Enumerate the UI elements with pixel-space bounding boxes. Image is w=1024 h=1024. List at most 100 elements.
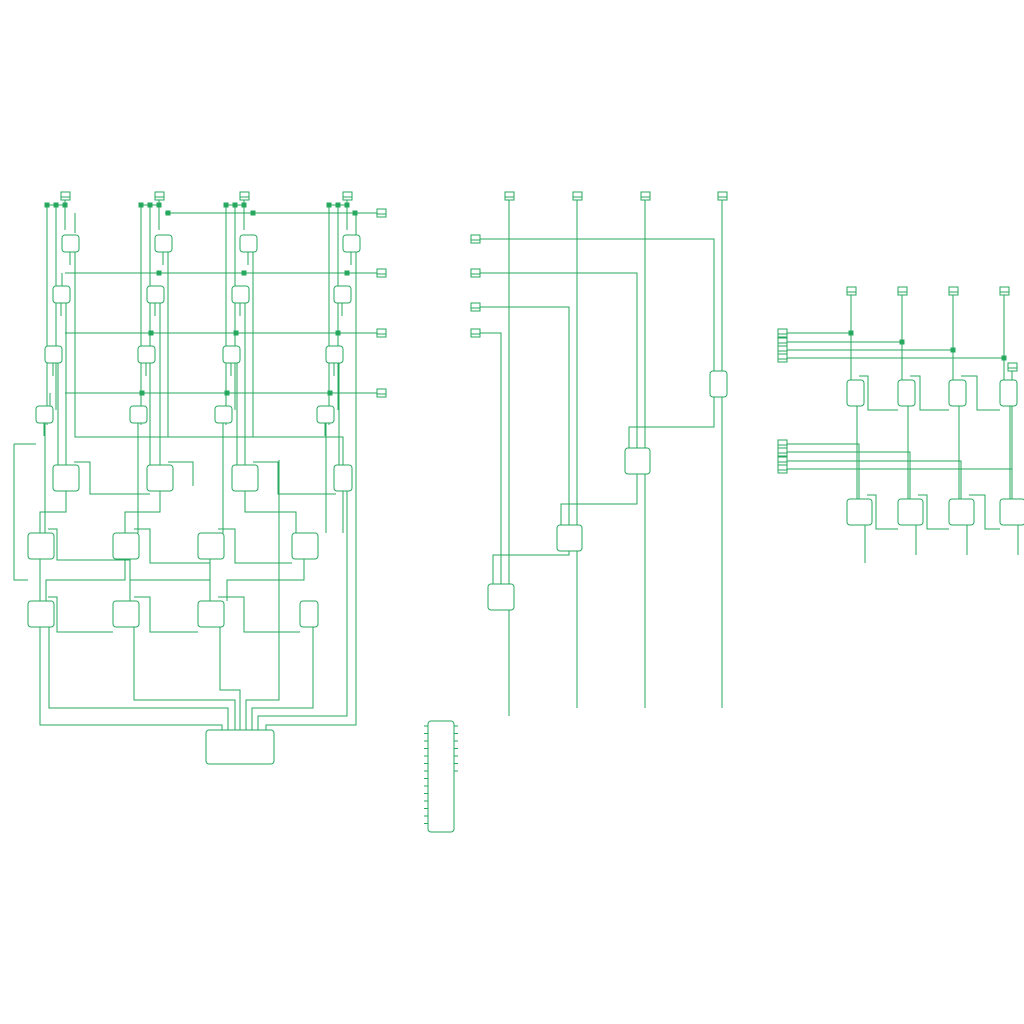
and-gate-r0-c0[interactable] <box>61 234 80 253</box>
reg-load-pin-2[interactable] <box>777 345 788 355</box>
junction-dot <box>241 202 247 208</box>
chain-input-left-0[interactable] <box>470 234 481 244</box>
adder-link <box>226 559 305 601</box>
input-pin-a2[interactable] <box>239 191 250 201</box>
chain-wire <box>480 238 715 371</box>
reg-flipflop-0[interactable] <box>846 498 873 526</box>
input-pin-b0[interactable] <box>376 208 387 218</box>
chain-cell-2[interactable] <box>624 447 651 475</box>
and-gate-r0-c3[interactable] <box>342 234 361 253</box>
product-output-register[interactable] <box>205 729 275 765</box>
and-gate-r3-c1[interactable] <box>129 405 148 424</box>
and-gate-r1-c1[interactable] <box>146 285 165 304</box>
junction-dot <box>241 270 247 276</box>
reg-data-pin-2[interactable] <box>777 456 788 466</box>
and-gate-r2-c1[interactable] <box>137 345 156 364</box>
adder-link <box>48 528 131 601</box>
input-pin-b3[interactable] <box>376 388 387 398</box>
chain-input-top-2[interactable] <box>640 191 651 201</box>
chain-cell-3[interactable] <box>709 370 728 398</box>
junction-dot <box>344 270 350 276</box>
and-gate-r3-c3[interactable] <box>316 405 335 424</box>
and-gate-r1-c0[interactable] <box>52 285 71 304</box>
input-pin-b1[interactable] <box>376 268 387 278</box>
and-gate-r0-c1[interactable] <box>154 234 173 253</box>
junction-dot <box>335 202 341 208</box>
input-pin-a1[interactable] <box>154 191 165 201</box>
full-adder-s2-2[interactable] <box>197 532 225 560</box>
junction-dot <box>327 390 333 396</box>
and-gate-r0-c2[interactable] <box>239 234 258 253</box>
reg-input-top-0[interactable] <box>846 286 857 296</box>
adder-link <box>39 491 67 533</box>
and-gate-r3-c0[interactable] <box>35 405 54 424</box>
adder-link <box>218 596 300 633</box>
reg-input-top-1[interactable] <box>897 286 908 296</box>
full-adder-s1-2[interactable] <box>231 464 259 492</box>
and-gate-r2-c3[interactable] <box>325 345 344 364</box>
reg-flipflop-2[interactable] <box>948 498 975 526</box>
reg-chain <box>910 375 949 411</box>
junction-dot <box>1001 355 1007 361</box>
adder-link <box>253 461 336 495</box>
full-adder-s3-0[interactable] <box>27 600 55 628</box>
product-wire <box>133 627 236 730</box>
adder-link <box>134 596 198 633</box>
reg-flipflop-1[interactable] <box>897 498 924 526</box>
full-adder-s3-2[interactable] <box>197 600 225 628</box>
chain-input-left-2[interactable] <box>470 302 481 312</box>
carry-wire <box>74 252 344 465</box>
reg-flipflop-3[interactable] <box>999 498 1024 526</box>
product-wire <box>39 627 223 730</box>
full-adder-s3-3[interactable] <box>299 600 319 628</box>
input-pin-a0[interactable] <box>60 191 71 201</box>
and-gate-r1-c2[interactable] <box>231 285 250 304</box>
full-adder-s1-3[interactable] <box>333 464 353 492</box>
reg-load-pin-3[interactable] <box>777 353 788 363</box>
chain-cell-1[interactable] <box>556 524 583 552</box>
chain-carry <box>560 474 638 525</box>
input-pin-b2[interactable] <box>376 328 387 338</box>
reg-latch-3[interactable] <box>999 379 1018 407</box>
reg-input-top-2[interactable] <box>948 286 959 296</box>
full-adder-s2-0[interactable] <box>27 532 55 560</box>
reg-latch-1[interactable] <box>897 379 916 407</box>
chain-cell-0[interactable] <box>487 583 515 611</box>
reg-data-pin-0[interactable] <box>777 439 788 449</box>
reg-load-pin-1[interactable] <box>777 337 788 347</box>
reg-latch-2[interactable] <box>948 379 967 407</box>
junction-dot <box>44 202 50 208</box>
input-pin-a3[interactable] <box>342 191 353 201</box>
and-gate-r2-c2[interactable] <box>222 345 241 364</box>
chain-input-left-3[interactable] <box>470 328 481 338</box>
junction-dot <box>899 339 905 345</box>
full-adder-s2-3[interactable] <box>291 532 319 560</box>
full-adder-s3-1[interactable] <box>112 600 140 628</box>
adder-link <box>74 461 150 495</box>
reg-load-pin-0[interactable] <box>777 328 788 338</box>
chain-wire <box>480 332 502 584</box>
and-gate-r3-c2[interactable] <box>214 405 233 424</box>
chain-input-top-0[interactable] <box>504 191 515 201</box>
junction-dot <box>250 210 256 216</box>
reg-latch-0[interactable] <box>846 379 865 407</box>
full-adder-s1-1[interactable] <box>146 464 174 492</box>
full-adder-s2-1[interactable] <box>112 532 140 560</box>
chain-input-top-3[interactable] <box>717 191 728 201</box>
and-gate-r1-c3[interactable] <box>333 285 352 304</box>
reg-input-top-3[interactable] <box>999 286 1010 296</box>
ic-chip-body[interactable] <box>427 720 455 833</box>
product-wire <box>48 627 229 730</box>
adder-link <box>130 559 211 581</box>
reg-enable-pin[interactable] <box>1007 362 1018 372</box>
reg-data-pin-1[interactable] <box>777 447 788 457</box>
junction-dot <box>156 202 162 208</box>
chain-wire <box>480 272 638 448</box>
full-adder-s1-0[interactable] <box>52 464 80 492</box>
blocks-layer <box>27 191 1024 833</box>
chain-wire <box>480 306 570 525</box>
chain-input-top-1[interactable] <box>572 191 583 201</box>
chain-input-left-1[interactable] <box>470 268 481 278</box>
reg-data-pin-3[interactable] <box>777 464 788 474</box>
and-gate-r2-c0[interactable] <box>44 345 63 364</box>
